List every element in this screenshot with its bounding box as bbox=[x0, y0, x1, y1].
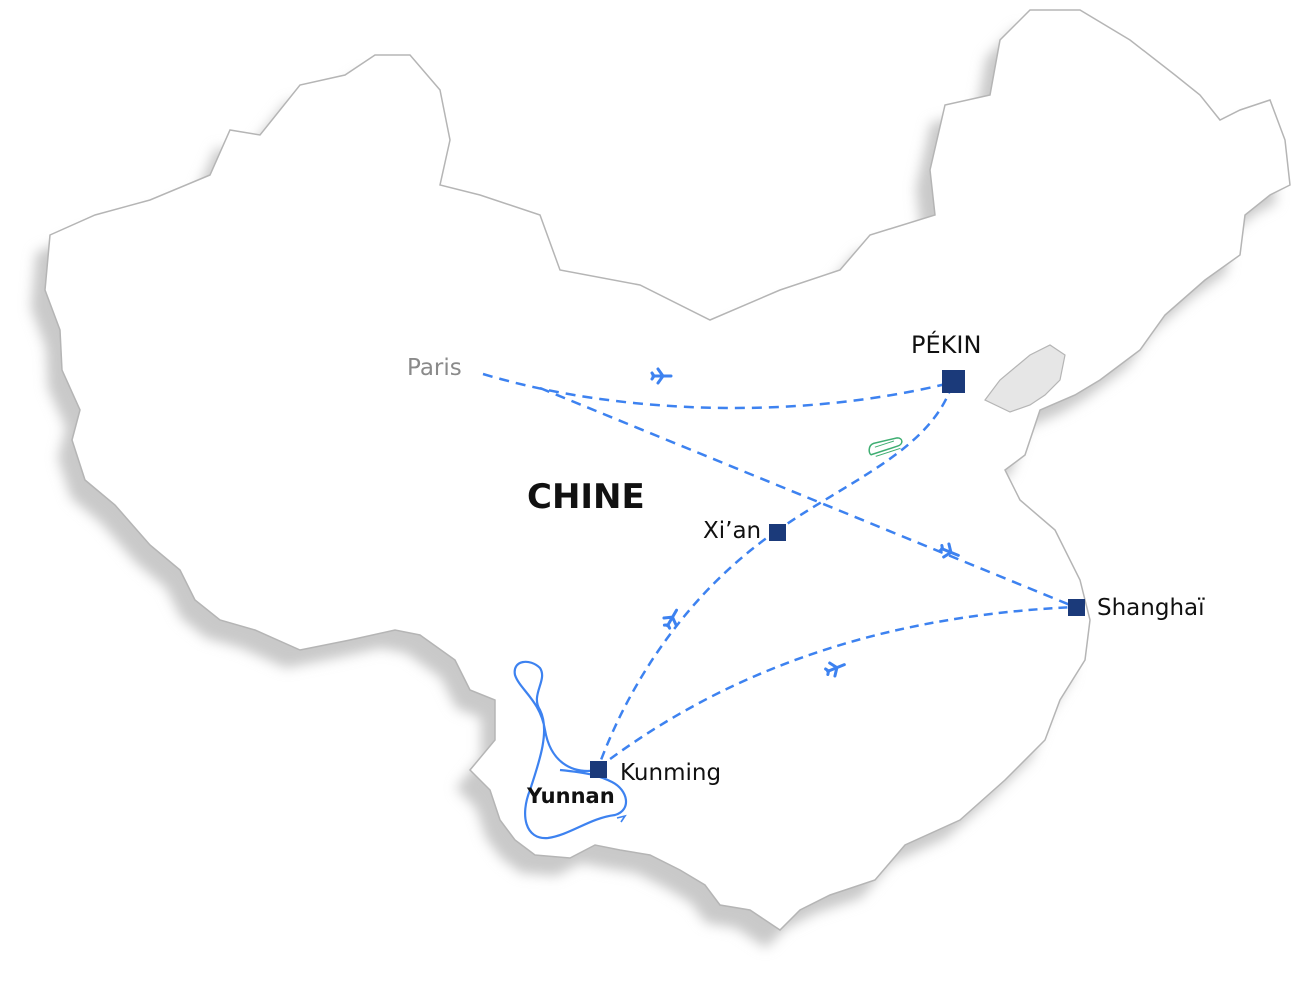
pekin-marker bbox=[942, 370, 965, 393]
route-kunming-shanghai bbox=[597, 605, 1076, 769]
city-label-kunming: Kunming bbox=[620, 760, 721, 786]
city-label-xian: Xi’an bbox=[703, 518, 761, 544]
yunnan-road-loop bbox=[513, 660, 627, 840]
shanghai-marker bbox=[1068, 599, 1085, 616]
city-label-pekin: PÉKIN bbox=[911, 330, 981, 359]
route-shanghai-paris bbox=[539, 386, 1076, 609]
country-outline bbox=[44, 9, 1291, 931]
yunnan-loop-arrow bbox=[616, 814, 627, 823]
route-xian-kunming bbox=[596, 528, 779, 769]
kunming-marker bbox=[590, 761, 607, 778]
route-pekin-xian bbox=[777, 384, 954, 532]
xian-marker bbox=[769, 524, 786, 541]
train-icon bbox=[868, 437, 903, 457]
region-label-yunnan: Yunnan bbox=[526, 784, 615, 808]
city-label-shanghai: Shanghaï bbox=[1097, 595, 1205, 621]
city-label-paris: Paris bbox=[407, 355, 462, 381]
bohai-bay bbox=[984, 344, 1066, 413]
country-label: CHINE bbox=[527, 477, 645, 517]
